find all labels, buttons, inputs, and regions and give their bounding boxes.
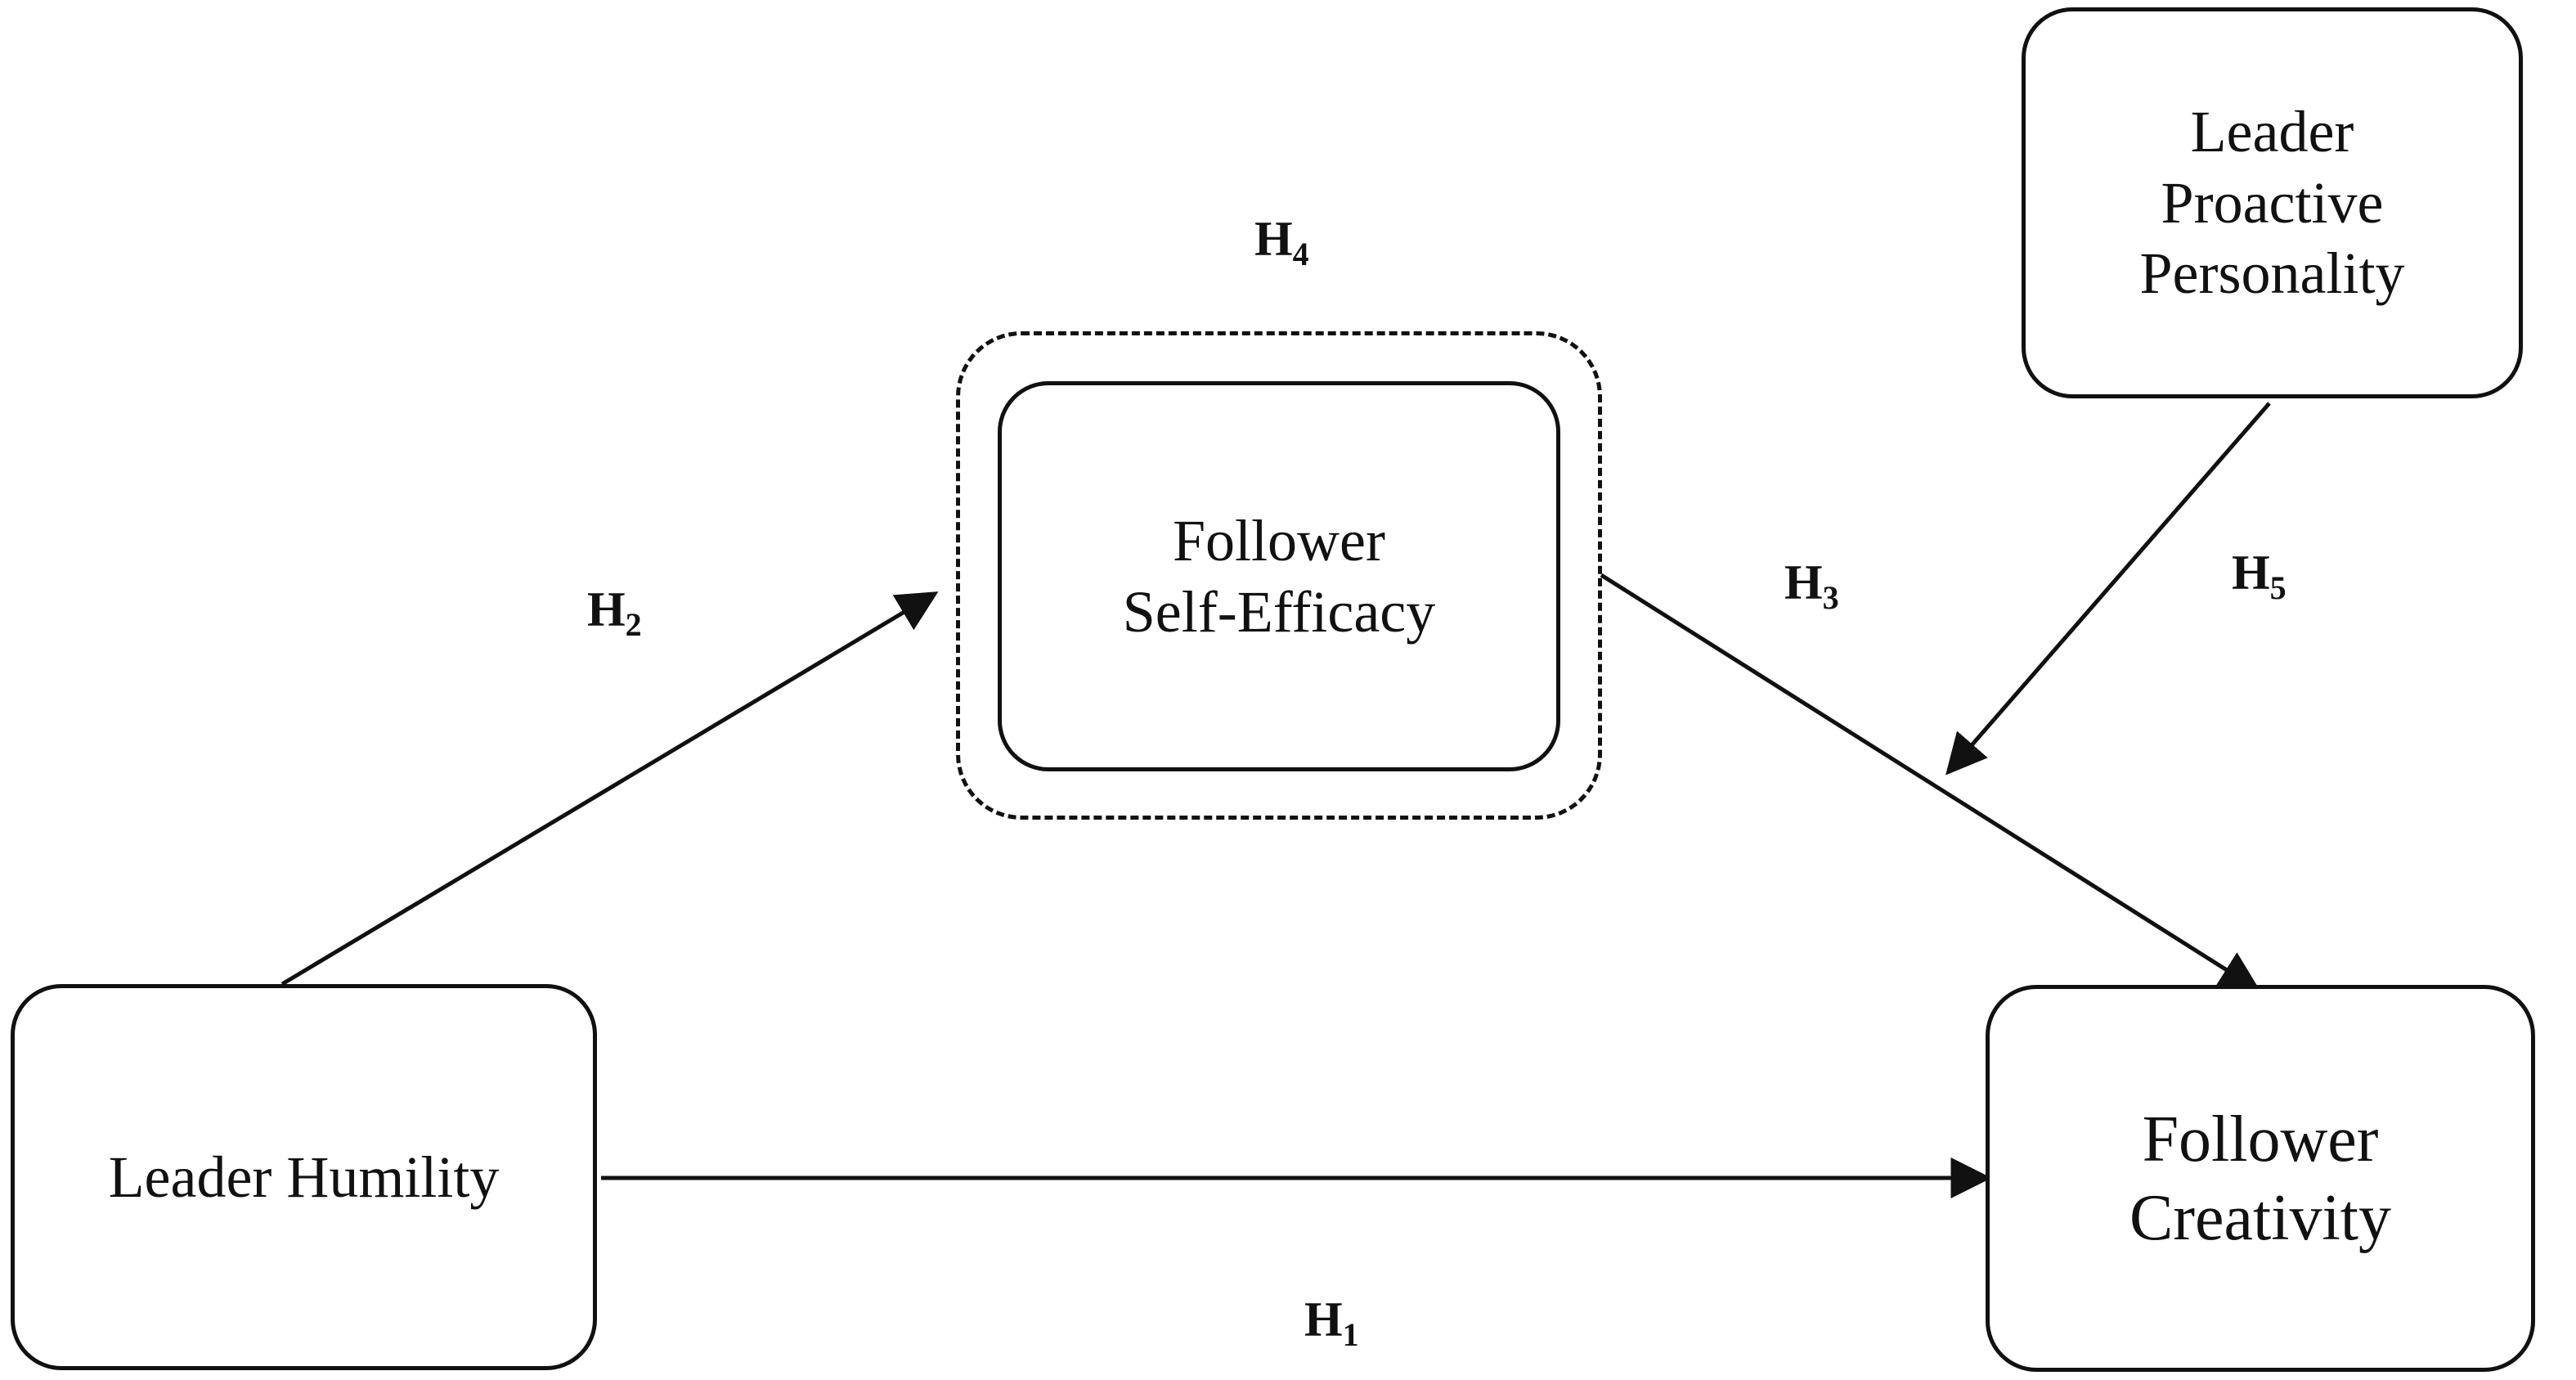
node-label-line: Leader — [2190, 99, 2354, 165]
hypothesis-letter: H — [2232, 546, 2270, 600]
hypothesis-number: 5 — [2269, 569, 2287, 606]
hypothesis-letter: H — [1254, 212, 1293, 266]
arrow-h2 — [280, 591, 939, 987]
node-label-line: Proactive — [2161, 169, 2384, 236]
node-follower-creativity: Follower Creativity — [1986, 985, 2535, 1372]
hypothesis-letter: H — [587, 582, 626, 636]
node-leader-proactive-personality: Leader Proactive Personality — [2022, 7, 2523, 398]
hypothesis-label-h4: H4 — [1254, 214, 1309, 271]
hypothesis-number: 4 — [1292, 236, 1309, 272]
node-label-line: Creativity — [2129, 1181, 2391, 1254]
hypothesis-label-h2: H2 — [587, 585, 642, 641]
hypothesis-label-h1: H1 — [1304, 1295, 1359, 1351]
node-label: Leader Humility — [108, 1144, 500, 1210]
arrow-h3 — [1600, 573, 2261, 992]
node-label-line: Follower — [2142, 1103, 2379, 1175]
arrow-h5 — [1945, 402, 2271, 775]
node-label-line: Personality — [2139, 240, 2405, 307]
node-label-line: Self-Efficacy — [1122, 578, 1436, 645]
hypothesis-letter: H — [1784, 555, 1823, 609]
node-label-line: Follower — [1173, 508, 1385, 574]
hypothesis-number: 2 — [625, 606, 642, 643]
hypothesis-number: 3 — [1822, 579, 1839, 616]
node-leader-humility: Leader Humility — [11, 984, 597, 1370]
hypothesis-label-h3: H3 — [1784, 558, 1839, 614]
hypothesis-label-h5: H5 — [2232, 548, 2287, 605]
mediator-dashed-outline — [956, 331, 1602, 820]
node-follower-self-efficacy: Follower Self-Efficacy — [998, 381, 1560, 771]
hypothesis-letter: H — [1304, 1292, 1343, 1346]
hypothesis-number: 1 — [1342, 1316, 1359, 1353]
